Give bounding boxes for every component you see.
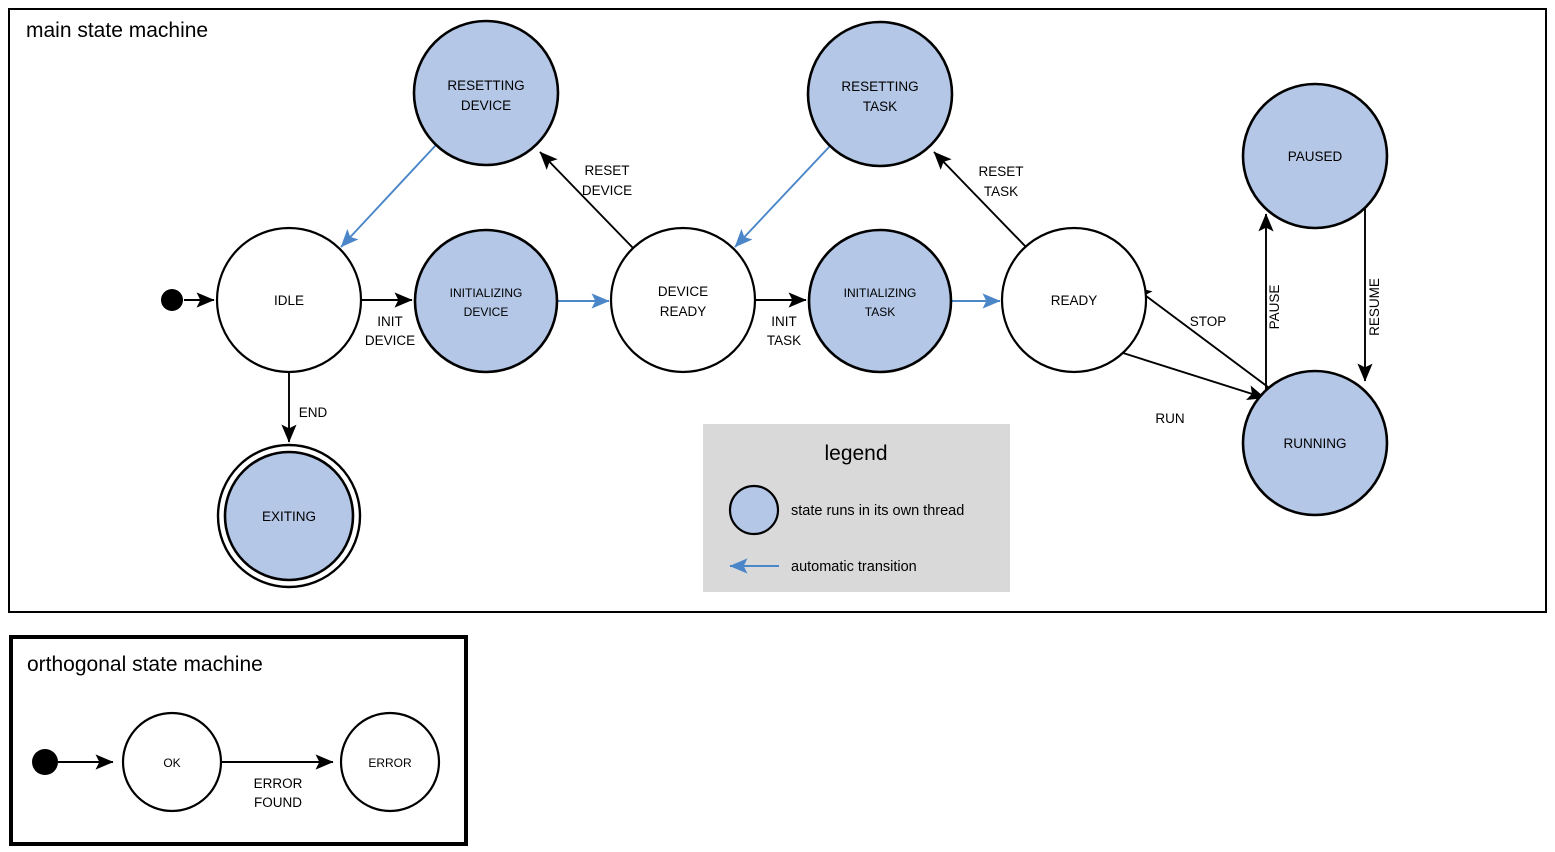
edge-label-stop: STOP xyxy=(1190,314,1227,329)
state-label-initializing-task-line1: INITIALIZING xyxy=(844,286,917,300)
state-label-resetting-device-line2: DEVICE xyxy=(461,98,511,113)
state-node-exiting[interactable]: EXITING xyxy=(216,443,362,589)
state-label-paused: PAUSED xyxy=(1288,149,1343,164)
legend: legend state runs in its own thread auto… xyxy=(703,424,1010,592)
edge-label-reset-task-line1: RESET xyxy=(978,164,1023,179)
edge-label-reset-device: RESET DEVICE xyxy=(582,163,632,198)
edge-label-init-device: INIT DEVICE xyxy=(365,314,415,348)
legend-auto-text: automatic transition xyxy=(791,559,917,575)
edge-label-reset-device-line2: DEVICE xyxy=(582,183,632,198)
orthogonal-state-machine-frame xyxy=(9,635,468,846)
start-state-dot xyxy=(161,289,183,311)
state-label-initializing-device-line2: DEVICE xyxy=(464,305,509,319)
state-label-running: RUNNING xyxy=(1284,436,1347,451)
edge-running-to-ready xyxy=(1133,286,1269,388)
edge-device-ready-to-resetting-device xyxy=(539,151,634,249)
state-label-resetting-task-line2: TASK xyxy=(863,99,897,114)
main-state-machine-frame xyxy=(8,8,1547,613)
edge-label-init-task-line1: INIT xyxy=(771,314,797,329)
state-node-running[interactable]: RUNNING xyxy=(1241,369,1389,517)
edge-label-end: END xyxy=(299,405,328,420)
state-circle-idle xyxy=(215,226,363,374)
state-node-resetting-task[interactable]: RESETTING TASK xyxy=(806,20,954,168)
state-circle-exiting xyxy=(223,450,355,582)
state-circle-resetting-task xyxy=(806,20,954,168)
state-label-resetting-device-line1: RESETTING xyxy=(447,78,524,93)
edge-label-pause: PAUSE xyxy=(1267,285,1282,330)
state-label-device-ready-line2: READY xyxy=(660,304,707,319)
edge-label-init-task: INIT TASK xyxy=(767,314,801,348)
legend-thread-circle-icon xyxy=(728,484,780,536)
edge-label-init-task-line2: TASK xyxy=(767,333,801,348)
state-node-initializing-device[interactable]: INITIALIZING DEVICE xyxy=(413,228,559,374)
edge-label-reset-task: RESET TASK xyxy=(978,164,1023,199)
edge-label-error-found-line1: ERROR xyxy=(254,776,303,791)
state-node-initializing-task[interactable]: INITIALIZING TASK xyxy=(807,228,953,374)
state-circle-initializing-device xyxy=(413,228,559,374)
state-circle-error xyxy=(339,711,441,813)
orthogonal-state-machine-title: orthogonal state machine xyxy=(27,653,263,676)
edge-label-init-device-line1: INIT xyxy=(377,314,403,329)
state-node-paused[interactable]: PAUSED xyxy=(1241,82,1389,230)
state-node-ok[interactable]: OK xyxy=(121,711,223,813)
state-label-ready: READY xyxy=(1051,293,1098,308)
edge-label-reset-task-line2: TASK xyxy=(984,184,1018,199)
state-circle-ready xyxy=(1000,226,1148,374)
edge-ready-to-running xyxy=(1122,352,1266,400)
state-label-idle: IDLE xyxy=(274,293,304,308)
legend-title: legend xyxy=(824,442,887,465)
state-label-resetting-task-line1: RESETTING xyxy=(841,79,918,94)
state-label-initializing-task-line2: TASK xyxy=(865,305,895,319)
state-label-error: ERROR xyxy=(368,756,412,770)
orthogonal-start-state-dot xyxy=(32,749,58,775)
edge-label-run: RUN xyxy=(1155,411,1184,426)
state-node-device-ready[interactable]: DEVICE READY xyxy=(609,226,757,374)
state-node-idle[interactable]: IDLE xyxy=(215,226,363,374)
edge-resetting-task-to-device-ready xyxy=(734,145,831,248)
main-state-machine-title: main state machine xyxy=(26,19,208,42)
state-circle-ok xyxy=(121,711,223,813)
state-label-initializing-device-line1: INITIALIZING xyxy=(450,286,523,300)
legend-thread-text: state runs in its own thread xyxy=(791,503,964,519)
state-circle-running xyxy=(1241,369,1389,517)
state-label-exiting: EXITING xyxy=(262,509,316,524)
state-label-ok: OK xyxy=(163,756,180,770)
orthogonal-state-machine: orthogonal state machine ERROR FOUND OK … xyxy=(9,635,468,846)
edge-label-init-device-line2: DEVICE xyxy=(365,333,415,348)
state-label-device-ready-line1: DEVICE xyxy=(658,284,708,299)
edge-label-reset-device-line1: RESET xyxy=(584,163,629,178)
edge-resetting-device-to-idle xyxy=(340,144,437,248)
state-circle-paused xyxy=(1241,82,1389,230)
state-node-resetting-device[interactable]: RESETTING DEVICE xyxy=(412,19,560,167)
state-node-ready[interactable]: READY xyxy=(1000,226,1148,374)
edge-label-resume: RESUME xyxy=(1367,278,1382,336)
state-circle-device-ready xyxy=(609,226,757,374)
edge-label-error-found-line2: FOUND xyxy=(254,795,302,810)
edge-ready-to-resetting-task xyxy=(933,151,1027,248)
state-circle-initializing-task xyxy=(807,228,953,374)
state-node-error[interactable]: ERROR xyxy=(339,711,441,813)
state-circle-resetting-device xyxy=(412,19,560,167)
